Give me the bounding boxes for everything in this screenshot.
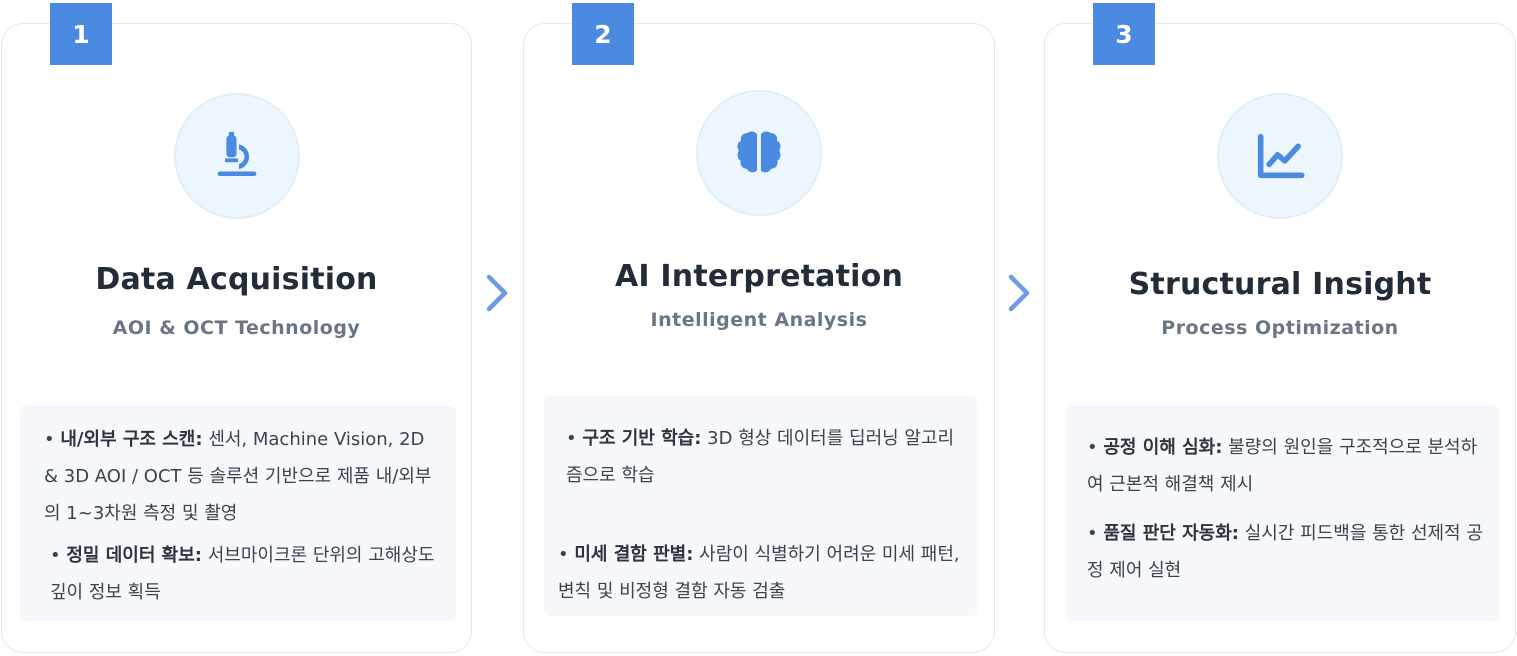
bullet-item: • 내/외부 구조 스캔: 센서, Machine Vision, 2D & 3… (44, 429, 432, 524)
bullet-item: • 품질 판단 자동화: 실시간 피드백을 통한 선제적 공정 제어 실현 (1087, 523, 1483, 581)
bullet-label: 공정 이해 심화: (1103, 437, 1223, 458)
bullet-text: 3D 형상 데이터를 딥러닝 알고리즘으로 학습 (566, 428, 955, 486)
step-number-badge: 2 (572, 3, 634, 65)
bullet-label: 미세 결함 판별: (574, 544, 694, 565)
bullet-label: 품질 판단 자동화: (1103, 523, 1239, 544)
chevron-right-icon (486, 274, 508, 312)
chart-line-icon (1257, 133, 1305, 179)
step-number-badge: 3 (1093, 3, 1155, 65)
bullet-text: 불량의 원인을 구조적으로 분석하여 근본적 해결책 제시 (1087, 437, 1478, 495)
info-box: • 내/외부 구조 스캔: 센서, Machine Vision, 2D & 3… (20, 405, 456, 621)
bullet-item: • 구조 기반 학습: 3D 형상 데이터를 딥러닝 알고리즘으로 학습 (566, 428, 955, 486)
step-title: Structural Insight (1128, 267, 1432, 302)
step-title: AI Interpretation (614, 259, 904, 294)
bullet-text: 실시간 피드백을 통한 선제적 공정 제어 실현 (1087, 523, 1483, 581)
info-box: • 구조 기반 학습: 3D 형상 데이터를 딥러닝 알고리즘으로 학습 • 미… (544, 396, 978, 616)
microscope-icon (217, 131, 256, 177)
bullet-label: 정밀 데이터 확보: (66, 545, 202, 566)
bullet-text: 서브마이크론 단위의 고해상도 깊이 정보 획득 (50, 545, 435, 603)
icon-circle (173, 93, 300, 219)
step-subtitle: Process Optimization (1161, 317, 1399, 339)
step-card-1: 1 Data Acquisition AOI & OCT Technology … (1, 3, 472, 653)
icon-circle (696, 90, 822, 216)
bullet-label: 구조 기반 학습: (582, 428, 702, 449)
bullet-item: • 정밀 데이터 확보: 서브마이크론 단위의 고해상도 깊이 정보 획득 (50, 545, 435, 603)
step-card-3: 3 Structural Insight Process Optimizatio… (1044, 3, 1516, 653)
bullet-text: 사람이 식별하기 어려운 미세 패턴, 변칙 및 비정형 결함 자동 검출 (558, 544, 960, 602)
bullet-item: • 미세 결함 판별: 사람이 식별하기 어려운 미세 패턴, 변칙 및 비정형… (558, 544, 960, 602)
bullet-item: • 공정 이해 심화: 불량의 원인을 구조적으로 분석하여 근본적 해결책 제… (1087, 437, 1478, 495)
step-title: Data Acquisition (95, 262, 378, 297)
brain-icon (737, 131, 781, 173)
step-subtitle: AOI & OCT Technology (112, 317, 361, 339)
step-number-badge: 1 (50, 3, 112, 65)
step-card-2: 2 AI Interpretation Intelligent Analysis… (523, 3, 995, 653)
icon-circle (1217, 93, 1343, 219)
info-box: • 공정 이해 심화: 불량의 원인을 구조적으로 분석하여 근본적 해결책 제… (1065, 405, 1499, 621)
bullet-label: 내/외부 구조 스캔: (60, 429, 203, 450)
bullet-text: 센서, Machine Vision, 2D & 3D AOI / OCT 등 … (44, 429, 432, 524)
step-subtitle: Intelligent Analysis (650, 309, 868, 331)
chevron-right-icon (1008, 274, 1030, 312)
